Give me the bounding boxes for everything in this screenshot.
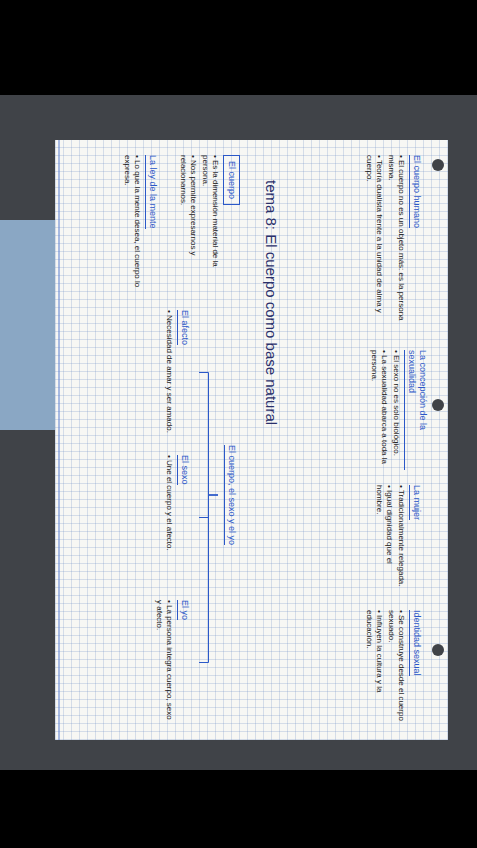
bullet-note: • Se construye desde el cuerpo sexuado. — [386, 610, 406, 725]
bullet-note: • La sexualidad abarca a toda la persona… — [369, 350, 389, 470]
mind-map-branch: La concepción de la sexualidad• El sexo … — [367, 350, 428, 470]
bullet-note: • Influyen la cultura y la educación. — [364, 610, 384, 725]
bullet-note: • La persona integra cuerpo, sexo y afec… — [154, 600, 174, 725]
bullet-note: • Lo que la mente desea, el cuerpo lo ex… — [122, 155, 142, 290]
branch-heading: El cuerpo, el sexo y el yo — [224, 445, 237, 545]
bullet-note: • Necesidad de amar y ser amado. — [164, 310, 174, 435]
branch-connector — [199, 495, 218, 663]
punch-hole — [432, 159, 444, 171]
mind-map-branch: El cuerpo humano• El cuerpo no es un obj… — [362, 155, 428, 335]
branch-connector — [199, 373, 218, 496]
margin-line — [59, 140, 60, 740]
grid-paper — [55, 140, 448, 740]
bullet-note: • Une el cuerpo y el afecto. — [164, 455, 174, 580]
branch-heading: La mujer — [409, 485, 422, 520]
mind-map-branch: El afecto• Necesidad de amar y ser amado… — [162, 310, 196, 435]
bullet-note: • El sexo no es solo biológico. — [391, 350, 401, 470]
mind-map-branch: Identidad sexual• Se construye desde el … — [362, 610, 428, 725]
bullet-note: • Igual dignidad que el hombre. — [374, 485, 394, 595]
mind-map-branch: El sexo• Une el cuerpo y el afecto. — [162, 455, 196, 580]
branch-heading: El cuerpo — [223, 155, 240, 205]
branch-heading: Identidad sexual — [409, 610, 422, 676]
punch-hole — [432, 644, 444, 656]
mind-map-branch: La ley de la mente• Lo que la mente dese… — [120, 155, 164, 290]
mind-map-branch: El cuerpo, el sexo y el yo — [221, 370, 243, 620]
branch-heading: El sexo — [177, 455, 190, 485]
cloth-strip — [0, 220, 55, 430]
bullet-note: • Es la dimensión material de la persona… — [200, 155, 220, 290]
bullet-note: • Teoría dualista frente a la unidad de … — [364, 155, 384, 335]
branch-heading: La concepción de la sexualidad — [404, 350, 428, 470]
punch-hole — [432, 399, 444, 411]
branch-heading: El cuerpo humano — [409, 155, 422, 228]
mind-map-branch: La mujer• Tradicionalmente relegada.• Ig… — [372, 485, 428, 595]
bullet-note: • Nos permite expresarnos y relacionarno… — [178, 155, 198, 290]
mind-map-branch: El cuerpo• Es la dimensión material de l… — [176, 155, 243, 290]
branch-heading: El afecto — [177, 310, 190, 345]
bullet-note: • Tradicionalmente relegada. — [396, 485, 406, 595]
mind-map-branch: El yo• La persona integra cuerpo, sexo y… — [152, 600, 196, 725]
branch-heading: El yo — [177, 600, 190, 620]
branch-heading: La ley de la mente — [145, 155, 158, 229]
bullet-note: • El cuerpo no es un objeto más: es la p… — [386, 155, 406, 335]
page-title: tema 8: El cuerpo como base natural — [262, 180, 280, 720]
notes-page: tema 8: El cuerpo como base natural El cu… — [55, 140, 448, 740]
